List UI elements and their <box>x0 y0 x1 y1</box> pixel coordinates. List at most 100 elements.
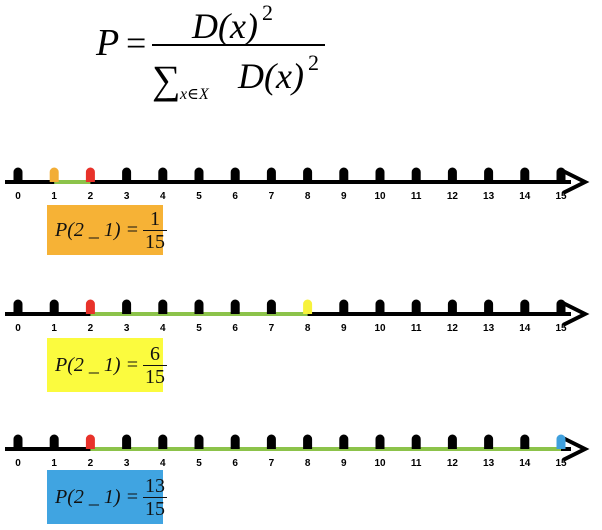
tick-label: 9 <box>341 458 347 469</box>
tick-label: 15 <box>555 458 567 469</box>
tick-marker <box>339 167 349 182</box>
formula-equals: = <box>126 23 146 63</box>
start-marker <box>85 167 95 182</box>
tick-marker <box>303 167 313 182</box>
formula-numerator: D(x) <box>191 6 258 46</box>
fraction-numerator-3: 13 <box>145 474 166 497</box>
tick-label: 14 <box>519 191 531 202</box>
tick-label: 2 <box>88 323 94 334</box>
tick-marker <box>556 167 566 182</box>
tick-marker <box>230 167 240 182</box>
tick-label: 13 <box>483 323 495 334</box>
tick-label: 10 <box>374 458 386 469</box>
tick-label: 7 <box>269 458 275 469</box>
tick-marker <box>13 299 23 314</box>
tick-marker <box>158 434 168 449</box>
tick-label: 1 <box>51 191 57 202</box>
tick-marker <box>194 299 204 314</box>
tick-label: 8 <box>305 323 311 334</box>
probability-fraction-1: 1 15 <box>143 207 168 253</box>
tick-label: 2 <box>88 191 94 202</box>
fraction-denominator-1: 15 <box>143 229 168 253</box>
probability-fraction-2: 6 15 <box>143 342 168 388</box>
tick-marker <box>447 167 457 182</box>
tick-label: 10 <box>374 323 386 334</box>
tick-marker <box>556 299 566 314</box>
tick-marker <box>375 299 385 314</box>
formula-denominator: D(x) <box>237 56 304 96</box>
tick-marker <box>447 434 457 449</box>
tick-label: 2 <box>88 458 94 469</box>
tick-label: 9 <box>341 323 347 334</box>
probability-formula: P = D(x) 2 ∑ x∈X D(x) 2 <box>95 0 325 103</box>
tick-label: 7 <box>269 323 275 334</box>
tick-marker <box>194 434 204 449</box>
tick-label: 5 <box>196 323 202 334</box>
tick-marker <box>230 434 240 449</box>
probability-box-3: P(2 _ 1) = 13 15 <box>47 470 168 524</box>
tick-label: 1 <box>51 323 57 334</box>
tick-marker <box>411 299 421 314</box>
axis-arrowhead <box>562 436 590 462</box>
probability-fraction-3: 13 15 <box>143 474 168 520</box>
tick-label: 3 <box>124 458 130 469</box>
tick-label: 8 <box>305 191 311 202</box>
tick-marker <box>411 434 421 449</box>
tick-label: 0 <box>15 191 21 202</box>
tick-marker <box>122 299 132 314</box>
end-marker <box>556 434 566 449</box>
probability-label-1: P(2 _ 1) = <box>55 218 140 241</box>
probability-label-2: P(2 _ 1) = <box>55 353 140 376</box>
tick-marker <box>194 167 204 182</box>
formula-denominator-exponent: 2 <box>308 50 319 75</box>
fraction-numerator-2: 6 <box>150 342 161 365</box>
tick-label: 14 <box>519 323 531 334</box>
tick-label: 5 <box>196 458 202 469</box>
tick-marker <box>375 434 385 449</box>
probability-label-3: P(2 _ 1) = <box>55 485 140 508</box>
tick-label: 6 <box>232 191 238 202</box>
tick-label: 15 <box>555 323 567 334</box>
tick-marker <box>484 434 494 449</box>
probability-box-1: P(2 _ 1) = 1 15 <box>47 205 168 255</box>
tick-label: 4 <box>160 458 166 469</box>
tick-marker <box>49 434 59 449</box>
tick-marker <box>520 299 530 314</box>
fraction-numerator-1: 1 <box>150 207 161 230</box>
tick-label: 6 <box>232 323 238 334</box>
formula-numerator-exponent: 2 <box>262 0 273 25</box>
tick-label: 13 <box>483 191 495 202</box>
tick-label: 5 <box>196 191 202 202</box>
tick-label: 0 <box>15 458 21 469</box>
tick-label: 12 <box>447 458 459 469</box>
tick-marker <box>303 434 313 449</box>
tick-label: 11 <box>411 191 422 202</box>
tick-marker <box>484 167 494 182</box>
tick-marker <box>122 167 132 182</box>
end-marker <box>303 299 313 314</box>
tick-marker <box>158 167 168 182</box>
tick-label: 3 <box>124 323 130 334</box>
end-marker <box>49 167 59 182</box>
tick-label: 10 <box>374 191 386 202</box>
tick-marker <box>520 167 530 182</box>
tick-marker <box>13 434 23 449</box>
formula-sum-symbol: ∑ <box>152 57 181 102</box>
tick-marker <box>339 299 349 314</box>
start-marker <box>85 299 95 314</box>
tick-marker <box>122 434 132 449</box>
tick-label: 12 <box>447 191 459 202</box>
tick-marker <box>230 299 240 314</box>
tick-label: 8 <box>305 458 311 469</box>
tick-marker <box>520 434 530 449</box>
tick-label: 11 <box>411 458 422 469</box>
tick-label: 15 <box>555 191 567 202</box>
start-marker <box>85 434 95 449</box>
tick-marker <box>266 299 276 314</box>
fraction-denominator-2: 15 <box>143 364 168 388</box>
tick-marker <box>375 167 385 182</box>
tick-label: 3 <box>124 191 130 202</box>
